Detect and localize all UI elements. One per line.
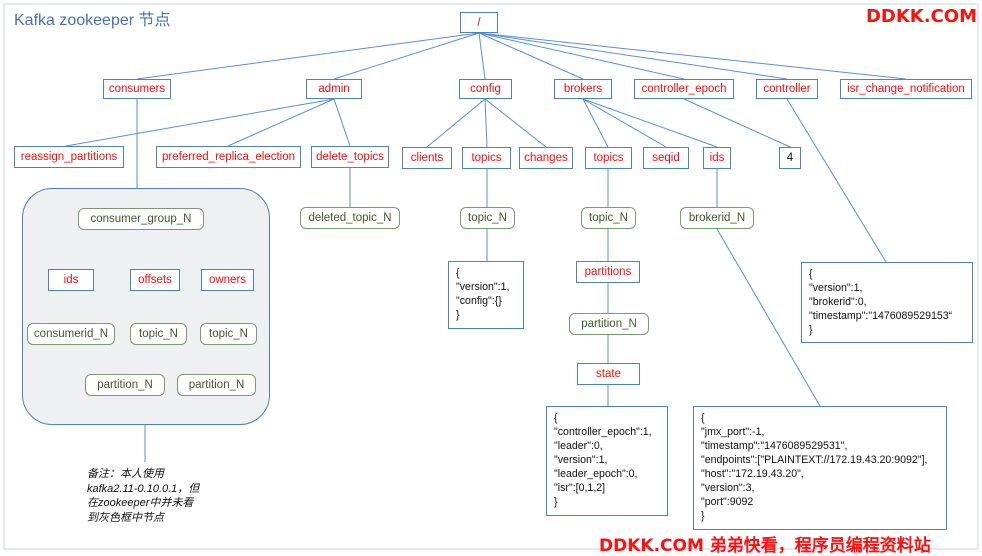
node-brokers-ids: ids — [703, 147, 731, 169]
node-cg-owners: owners — [201, 269, 254, 291]
node-brokers: brokers — [554, 79, 612, 99]
node-controller-epoch: controller_epoch — [634, 79, 734, 99]
json-config-topic: { "version":1, "config":{} } — [448, 261, 524, 329]
node-consumer-group-n: consumer_group_N — [78, 208, 204, 230]
json-controller: { "version":1, "brokerid":0, "timestamp"… — [801, 262, 973, 343]
node-reassign-partitions: reassign_partitions — [14, 146, 124, 168]
node-admin: admin — [306, 79, 362, 99]
node-state: state — [577, 363, 640, 385]
node-brokers-topics: topics — [585, 147, 632, 169]
node-config-topic-n: topic_N — [460, 207, 515, 229]
node-partition-n: partition_N — [569, 313, 649, 335]
node-offsets-topic-n: topic_N — [130, 323, 187, 345]
diagram-title: Kafka zookeeper 节点 — [14, 12, 171, 29]
node-consumers: consumers — [103, 79, 171, 99]
node-root: / — [460, 12, 498, 33]
node-brokers-seqid: seqid — [643, 147, 689, 169]
node-delete-topics: delete_topics — [311, 146, 389, 168]
node-controller: controller — [756, 79, 818, 99]
node-config-topics: topics — [462, 147, 511, 169]
json-broker-registration: { "jmx_port":-1, "timestamp":"1476089529… — [693, 406, 947, 530]
json-partition-state: { "controller_epoch":1, "leader":0, "ver… — [546, 406, 668, 516]
node-config-changes: changes — [519, 147, 573, 169]
node-controller-epoch-value: 4 — [779, 147, 801, 169]
node-consumerid-n: consumerid_N — [27, 323, 115, 345]
node-deleted-topic-n: deleted_topic_N — [300, 207, 400, 229]
node-offsets-partition-n: partition_N — [85, 374, 165, 396]
node-brokers-topic-n: topic_N — [581, 207, 636, 229]
node-config: config — [459, 79, 512, 99]
node-isr-change-notification: isr_change_notification — [840, 79, 972, 99]
node-config-clients: clients — [402, 147, 452, 169]
remark-note: 备注：本人使用 kafka2.11-0.10.0.1，但 在zookeeper中… — [87, 468, 200, 524]
node-owners-topic-n: topic_N — [200, 323, 257, 345]
footer-watermark: DDKK.COM 弟弟快看，程序员编程资料站 — [599, 536, 931, 556]
node-owners-partition-n: partition_N — [177, 374, 256, 396]
node-brokerid-n: brokerid_N — [680, 207, 754, 229]
node-partitions: partitions — [576, 261, 640, 283]
node-cg-ids: ids — [48, 269, 94, 291]
brand-watermark: DDKK.COM — [865, 6, 977, 27]
node-cg-offsets: offsets — [130, 269, 180, 291]
node-preferred-replica-election: preferred_replica_election — [156, 146, 301, 168]
